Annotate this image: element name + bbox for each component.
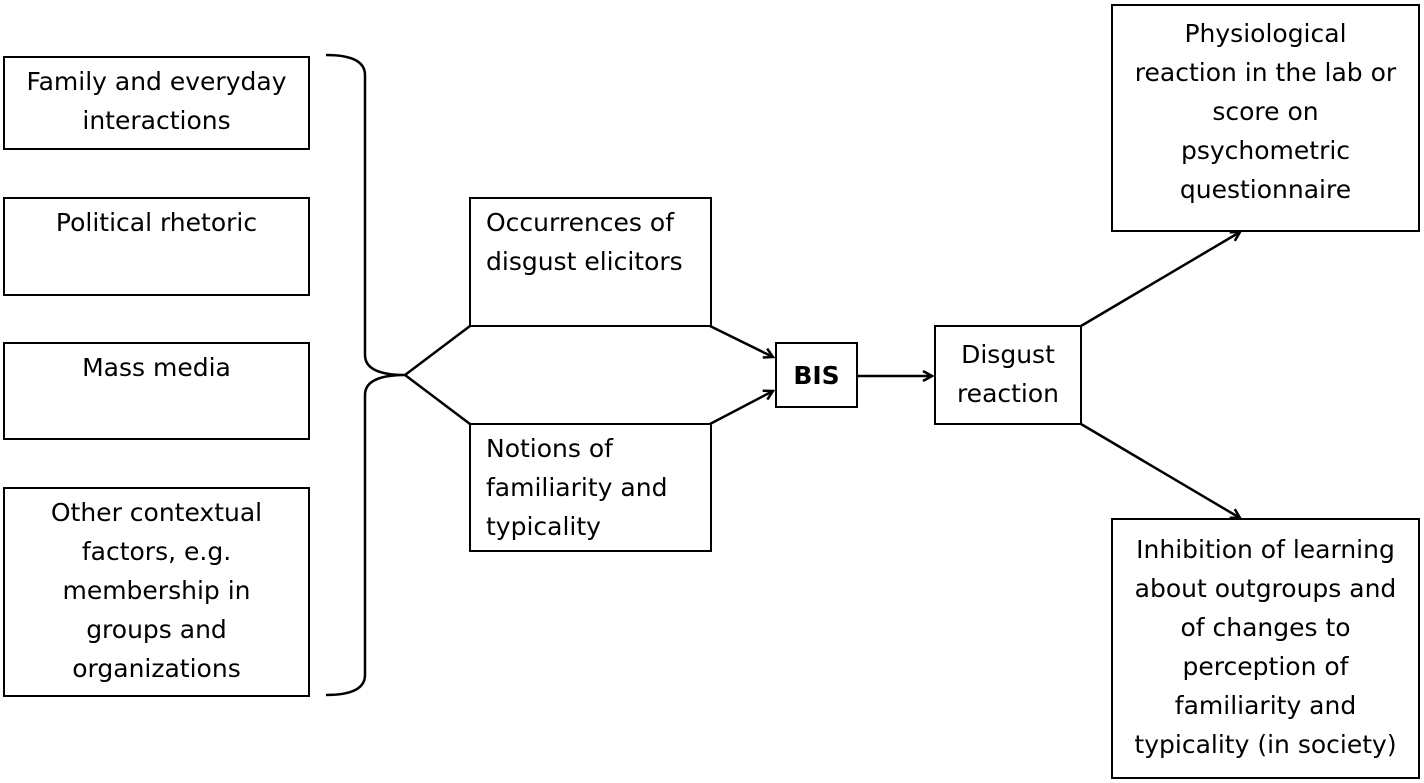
branch-to-occurrences (404, 325, 471, 376)
other-line-5: organizations (72, 654, 241, 683)
arrow-disgust-to-inhibition (1080, 422, 1240, 518)
physiological-line-2: reaction in the lab or (1134, 58, 1397, 87)
occurrences-line-1: Occurrences of (486, 208, 675, 237)
arrow-occurrences-to-bis (709, 324, 773, 357)
inhibition-line-4: perception of (1182, 652, 1349, 681)
disgust-line-1: Disgust (961, 340, 1055, 369)
occurrences-box: Occurrences of disgust elicitors (469, 197, 712, 327)
physiological-line-4: psychometric (1180, 136, 1351, 165)
arrow-notions-to-bis (709, 391, 773, 426)
inhibition-line-3: of changes to (1180, 613, 1351, 642)
other-line-3: membership in (62, 576, 251, 605)
physiological-line-3: score on (1212, 97, 1319, 126)
inhibition-line-2: about outgroups and (1134, 574, 1397, 603)
bis-box: BIS (775, 342, 858, 408)
inhibition-line-1: Inhibition of learning (1136, 535, 1395, 564)
bis-label: BIS (793, 361, 840, 390)
occurrences-line-2: disgust elicitors (486, 247, 683, 276)
family-line-2: interactions (82, 106, 231, 135)
notions-line-2: familiarity and (486, 473, 668, 502)
physiological-line-1: Physiological (1184, 19, 1347, 48)
other-line-4: groups and (86, 615, 227, 644)
media-line-1: Mass media (82, 353, 231, 382)
inhibition-box: Inhibition of learning about outgroups a… (1111, 518, 1420, 779)
disgust-reaction-box: Disgust reaction (934, 325, 1082, 425)
branch-to-notions (404, 374, 471, 425)
disgust-line-2: reaction (956, 379, 1060, 408)
inhibition-line-6: typicality (in society) (1134, 730, 1397, 759)
political-rhetoric-box: Political rhetoric (3, 197, 310, 296)
other-line-1: Other contextual (50, 498, 263, 527)
notions-line-3: typicality (486, 512, 601, 541)
inhibition-line-5: familiarity and (1174, 691, 1357, 720)
family-line-1: Family and everyday (26, 67, 287, 96)
physiological-line-5: questionnaire (1179, 175, 1352, 204)
mass-media-box: Mass media (3, 342, 310, 440)
other-line-2: factors, e.g. (81, 537, 232, 566)
other-factors-box: Other contextual factors, e.g. membershi… (3, 487, 310, 697)
family-interactions-box: Family and everyday interactions (3, 56, 310, 150)
physiological-box: Physiological reaction in the lab or sco… (1111, 4, 1420, 232)
grouping-brace (325, 53, 406, 697)
arrow-disgust-to-physiological (1080, 232, 1240, 328)
political-line-1: Political rhetoric (55, 208, 258, 237)
notions-line-1: Notions of (486, 434, 613, 463)
notions-box: Notions of familiarity and typicality (469, 423, 712, 552)
